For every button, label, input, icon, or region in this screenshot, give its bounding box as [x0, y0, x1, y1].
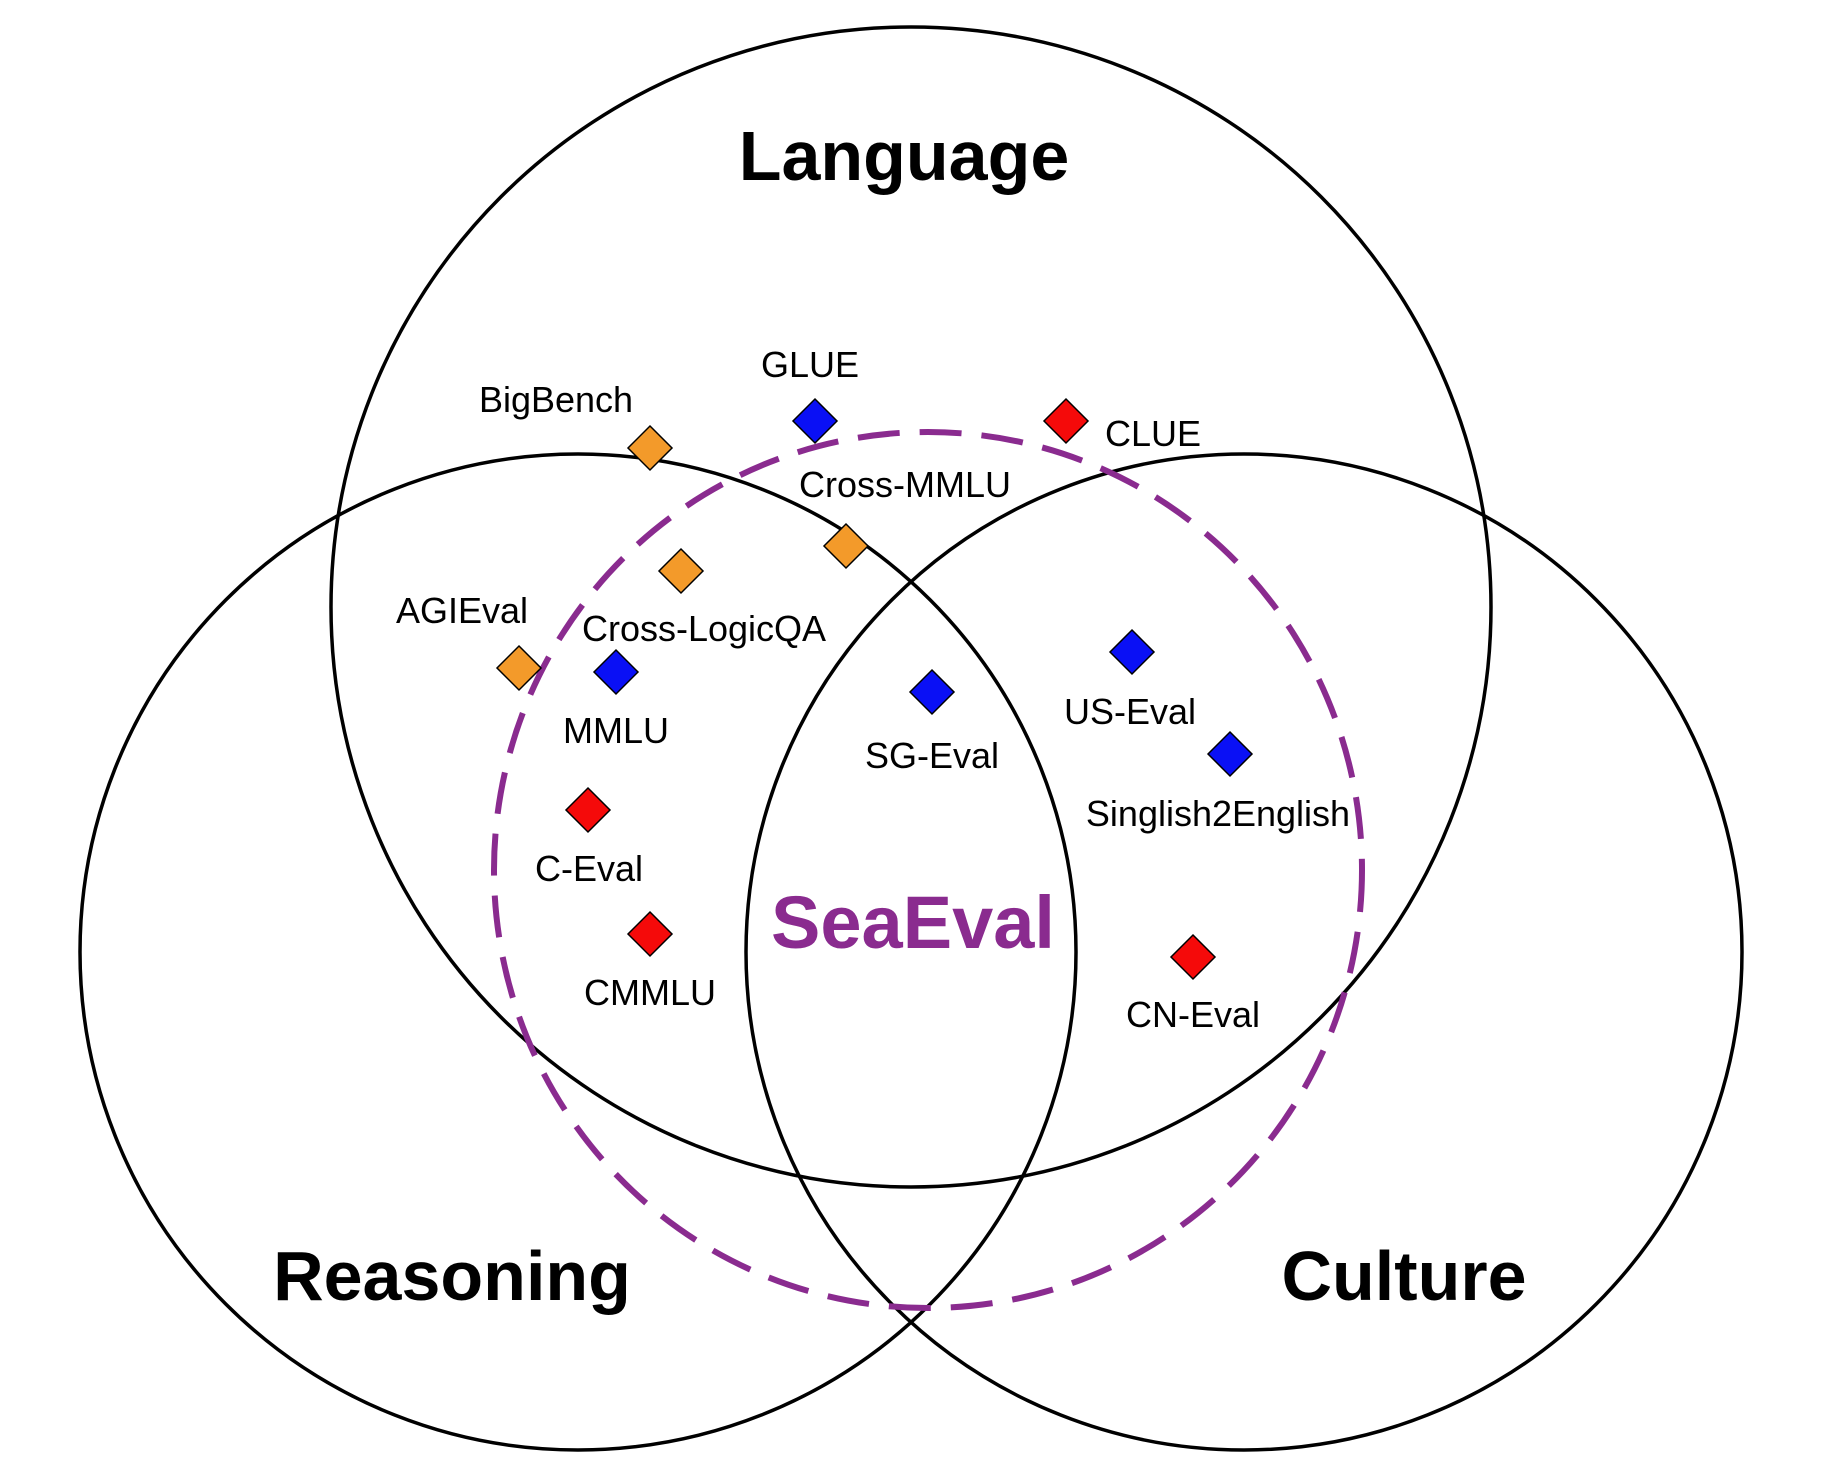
diamond-marker [822, 522, 870, 570]
diamond-marker [626, 424, 674, 472]
benchmark-label: Singlish2English [1086, 793, 1350, 834]
diamond-marker [592, 648, 640, 696]
benchmark-us-eval: US-Eval [1064, 628, 1196, 732]
benchmark-label: GLUE [761, 344, 859, 385]
benchmark-label: BigBench [479, 379, 633, 420]
diamond-marker [1042, 397, 1090, 445]
diamond-marker [791, 397, 839, 445]
benchmark-agieval: AGIEval [396, 590, 543, 692]
benchmark-glue: GLUE [761, 344, 859, 445]
diamond-marker [495, 644, 543, 692]
culture-label: Culture [1282, 1237, 1527, 1315]
language-label: Language [739, 117, 1070, 195]
benchmark-c-eval: C-Eval [535, 786, 643, 889]
culture-circle [744, 452, 1744, 1452]
benchmark-cn-eval: CN-Eval [1126, 933, 1260, 1035]
benchmark-markers: BigBench GLUE CLUE Cross-MMLU Cross-Logi… [396, 344, 1350, 1035]
diamond-marker [564, 786, 612, 834]
benchmark-sg-eval: SG-Eval [865, 668, 999, 776]
diamond-marker [908, 668, 956, 716]
reasoning-label: Reasoning [273, 1237, 631, 1315]
diamond-marker [657, 547, 705, 595]
benchmark-label: AGIEval [396, 590, 528, 631]
benchmark-label: CN-Eval [1126, 994, 1260, 1035]
diamond-marker [626, 910, 674, 958]
reasoning-circle [78, 452, 1078, 1452]
benchmark-label: SG-Eval [865, 735, 999, 776]
diamond-marker [1169, 933, 1217, 981]
benchmark-label: CMMLU [584, 972, 716, 1013]
benchmark-singlish2english: Singlish2English [1086, 730, 1350, 834]
language-circle [329, 25, 1493, 1189]
benchmark-label: US-Eval [1064, 691, 1196, 732]
diamond-marker [1206, 730, 1254, 778]
diamond-marker [1108, 628, 1156, 676]
benchmark-label: C-Eval [535, 848, 643, 889]
benchmark-bigbench: BigBench [479, 379, 674, 472]
seaeval-dashed-boundary [491, 429, 1365, 1311]
benchmark-cross-mmlu: Cross-MMLU [799, 464, 1011, 570]
benchmark-cross-logicqa: Cross-LogicQA [582, 547, 826, 649]
seaeval-label: SeaEval [771, 881, 1055, 964]
benchmark-label: MMLU [563, 710, 669, 751]
benchmark-clue: CLUE [1042, 397, 1201, 454]
benchmark-label: Cross-MMLU [799, 464, 1011, 505]
benchmark-label: Cross-LogicQA [582, 608, 826, 649]
benchmark-label: CLUE [1105, 413, 1201, 454]
benchmark-cmmlu: CMMLU [584, 910, 716, 1013]
benchmark-mmlu: MMLU [563, 648, 669, 751]
